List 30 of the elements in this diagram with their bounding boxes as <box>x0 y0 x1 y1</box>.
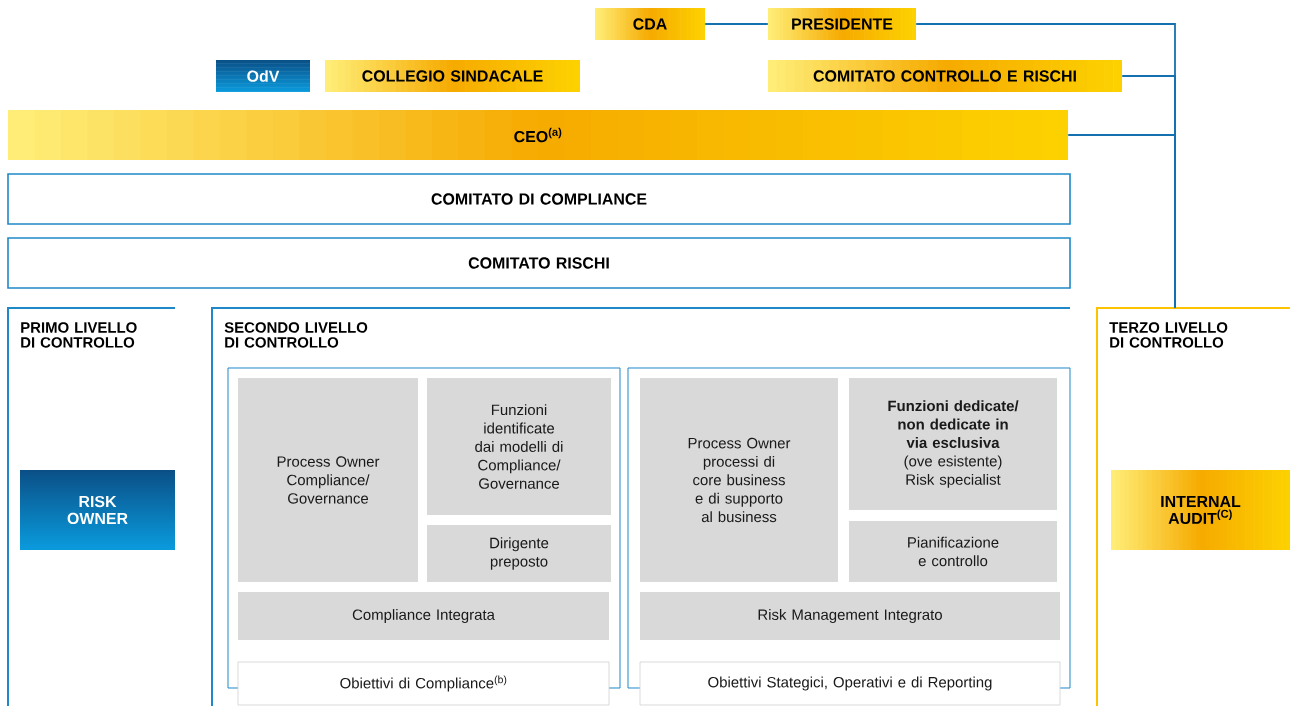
connector-line <box>704 23 769 25</box>
function-box: Process Owner processi di core business e di supporto al business <box>640 378 838 582</box>
node-label: OdV <box>247 70 280 82</box>
name-box: OdV <box>216 60 310 92</box>
node-label: COLLEGIO SINDACALE <box>362 70 543 82</box>
name-box: CEO$^{(a)}$ <box>8 110 1068 160</box>
function-box: Dirigente preposto <box>427 525 611 582</box>
node-label: COMITATO CONTROLLO E RISCHI <box>813 70 1076 82</box>
node-label: RISK OWNER <box>67 495 128 525</box>
function-box: Process Owner Compliance/ Governance <box>238 378 418 582</box>
objective-box: Obiettivi di Compliance$^{(b)}$ <box>237 661 610 706</box>
name-box: CDA <box>595 8 705 40</box>
node-label: CDA <box>633 18 667 30</box>
node-label: INTERNAL AUDIT$^{(C)}$ <box>1161 495 1241 525</box>
function-box: Funzioni dedicate/ non dedicate in via esclusiva (ove esistente) Risk specialist <box>849 378 1057 510</box>
committee-box: COMITATO RISCHI <box>7 237 1071 289</box>
node-label: PRESIDENTE <box>792 18 893 30</box>
objective-box: Obiettivi Stategici, Operativi e di Reporting <box>639 661 1061 706</box>
committee-box: COMITATO DI COMPLIANCE <box>7 173 1071 225</box>
function-box: Pianificazione e controllo <box>849 521 1057 582</box>
connector-line <box>1067 134 1176 309</box>
name-box: PRESIDENTE <box>768 8 916 40</box>
name-box: COMITATO CONTROLLO E RISCHI <box>768 60 1122 92</box>
function-box: Risk Management Integrato <box>640 592 1060 640</box>
node-label: CEO$^{(a)}$ <box>514 127 562 143</box>
name-box: RISK OWNER <box>20 470 175 550</box>
name-box: COLLEGIO SINDACALE <box>325 60 580 92</box>
name-box: INTERNAL AUDIT$^{(C)}$ <box>1111 470 1290 550</box>
function-box: Funzioni identificate dai modelli di Compliance/ Governance <box>427 378 611 515</box>
function-box: Compliance Integrata <box>238 592 609 640</box>
